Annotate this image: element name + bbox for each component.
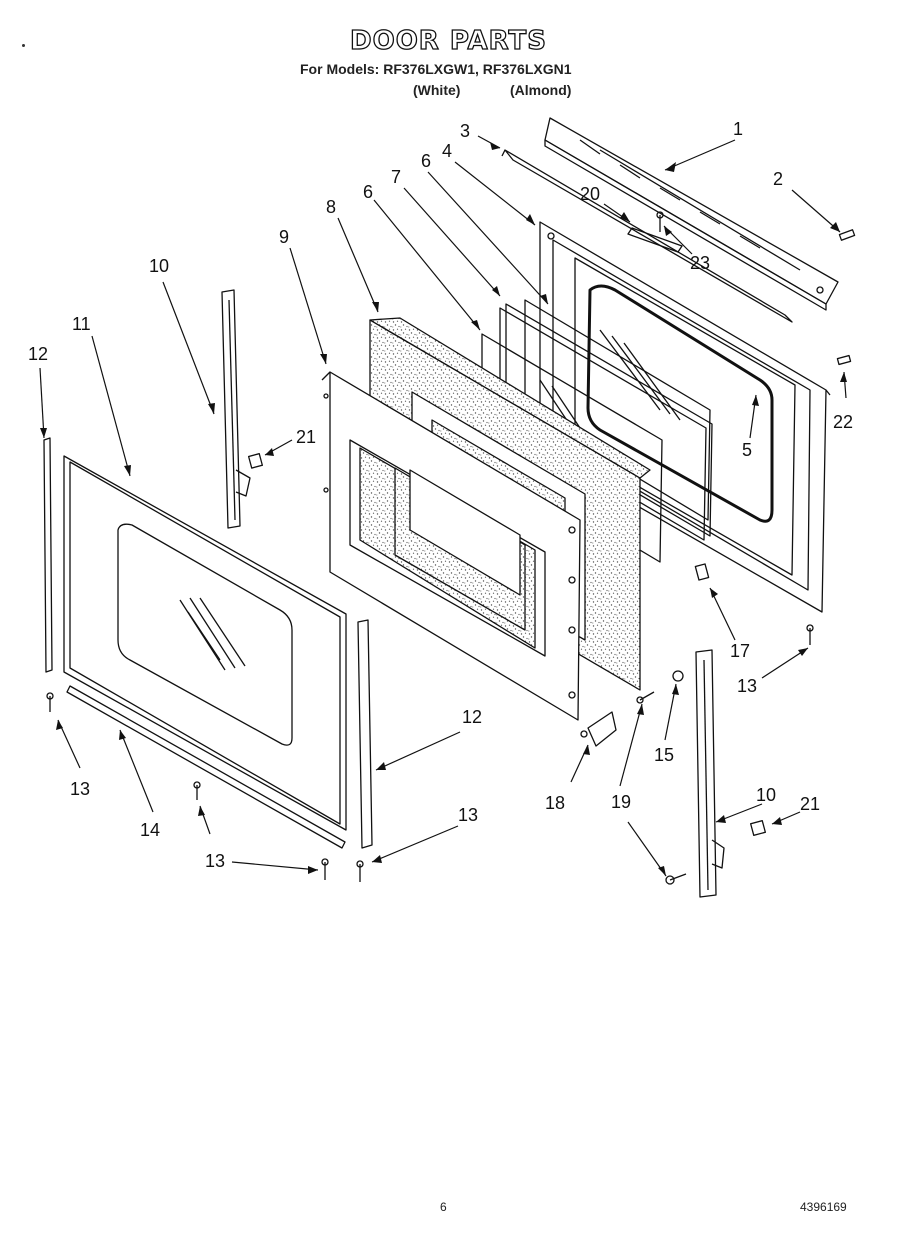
callout-15: 15 xyxy=(654,745,674,765)
variant-white: (White) xyxy=(413,82,461,98)
part-12-side-trim-right xyxy=(357,619,373,849)
callout-20: 20 xyxy=(580,184,600,204)
models-line: For Models: RF376LXGW1, RF376LXGN1 xyxy=(300,61,572,77)
part-15-button xyxy=(672,670,684,682)
part-1-vent-trim xyxy=(544,117,839,311)
stray-mark xyxy=(22,44,25,47)
part-19-screw xyxy=(636,691,687,885)
part-14-bottom-trim xyxy=(66,685,346,849)
callout-13a: 13 xyxy=(737,676,757,696)
callout-23: 23 xyxy=(690,253,710,273)
callout-4: 4 xyxy=(442,141,452,161)
part-2-screw xyxy=(838,229,856,241)
part-22-screw xyxy=(836,354,852,366)
callout-12a: 12 xyxy=(28,344,48,364)
callout-10a: 10 xyxy=(149,256,169,276)
callout-1: 1 xyxy=(733,119,743,139)
callout-10b: 10 xyxy=(756,785,776,805)
callout-21b: 21 xyxy=(800,794,820,814)
callout-19: 19 xyxy=(611,792,631,812)
callout-21a: 21 xyxy=(296,427,316,447)
part-3-trim-strip xyxy=(501,149,793,323)
callout-8: 8 xyxy=(326,197,336,217)
callout-3: 3 xyxy=(460,121,470,141)
part-9-door-liner xyxy=(321,371,581,721)
callout-6b: 6 xyxy=(363,182,373,202)
part-10-channel-left xyxy=(221,289,251,529)
part-13-screw-b xyxy=(193,781,201,800)
callout-17: 17 xyxy=(730,641,750,661)
callout-6a: 6 xyxy=(421,151,431,171)
callout-13c: 13 xyxy=(70,779,90,799)
callout-13d: 13 xyxy=(205,851,225,871)
callout-5: 5 xyxy=(742,440,752,460)
part-13-screw-e xyxy=(806,624,814,645)
part-20-bracket xyxy=(627,227,683,253)
part-13-screw-d xyxy=(356,860,364,882)
part-12-side-trim-left xyxy=(43,437,53,673)
callout-labels: 1 2 3 4 6 7 8 6 9 10 11 12 20 23 5 22 21… xyxy=(28,119,853,871)
arrowheads xyxy=(40,142,847,876)
part-17-clip xyxy=(694,563,710,581)
callout-18: 18 xyxy=(545,793,565,813)
part-13-screw-a xyxy=(46,692,54,712)
page-number: 6 xyxy=(440,1200,447,1214)
part-18-bracket xyxy=(580,711,617,747)
part-5-gasket xyxy=(586,284,774,523)
part-11-outer-door xyxy=(63,455,347,831)
callout-12b: 12 xyxy=(462,707,482,727)
callout-2: 2 xyxy=(773,169,783,189)
part-13-screw-c xyxy=(321,858,329,880)
variant-almond: (Almond) xyxy=(510,82,572,98)
page-title: DOOR PARTS xyxy=(349,25,547,56)
callout-11: 11 xyxy=(72,314,91,334)
callout-9: 9 xyxy=(279,227,289,247)
callout-7: 7 xyxy=(391,167,401,187)
callout-22: 22 xyxy=(833,412,853,432)
document-code: 4396169 xyxy=(800,1200,847,1214)
part-21-clip-lower xyxy=(750,820,766,836)
part-23-screw xyxy=(656,211,664,232)
part-10-channel-right xyxy=(695,649,725,898)
callout-14: 14 xyxy=(140,820,160,840)
part-4-inner-panel xyxy=(539,221,831,613)
callout-13b: 13 xyxy=(458,805,478,825)
part-21-clip-upper xyxy=(247,453,263,469)
